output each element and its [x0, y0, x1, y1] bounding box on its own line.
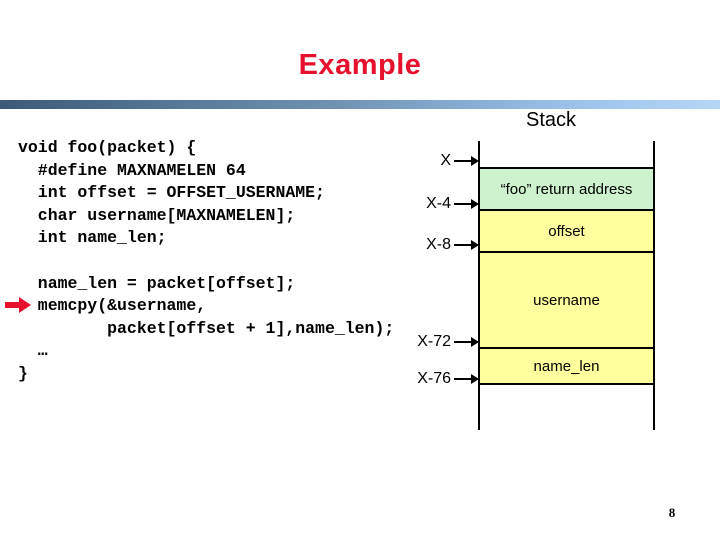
stack-boundary-line-x72 [478, 347, 655, 349]
pointer-arrow-icon [454, 203, 471, 205]
code-line: … [18, 341, 48, 361]
stack-boundary-line-x4 [478, 209, 655, 211]
pointer-arrowhead-icon [471, 337, 479, 347]
page-number: 8 [668, 505, 676, 520]
address-row-x76: X-76 [352, 369, 479, 389]
code-line [18, 250, 394, 273]
address-label-x8: X-8 [426, 236, 451, 253]
stack-boundary-line-x76 [478, 383, 655, 385]
pointer-arrowhead-icon [471, 240, 479, 250]
address-row-x4: X-4 [352, 194, 479, 214]
code-line: name_len = packet[offset]; [18, 273, 296, 293]
code-block: void foo(packet) { #define MAXNAMELEN 64… [18, 137, 394, 386]
address-row-x: X [352, 151, 479, 171]
pointer-arrow-icon [454, 378, 471, 380]
address-label-x: X [440, 152, 451, 169]
pointer-arrowhead-icon [471, 199, 479, 209]
stack-cell-name-len: name_len [480, 349, 653, 383]
code-line: int offset = OFFSET_USERNAME; [18, 183, 325, 203]
pointer-arrow-icon [454, 341, 471, 343]
code-line: } [18, 363, 28, 383]
address-row-x72: X-72 [352, 332, 479, 352]
code-line-memcpy: memcpy(&username, [18, 296, 207, 316]
code-line: #define MAXNAMELEN 64 [18, 160, 246, 180]
stack-cell-offset: offset [480, 211, 653, 251]
address-label-x76: X-76 [417, 370, 451, 387]
stack-boundary-line-x8 [478, 251, 655, 253]
stack-boundary-line-x [478, 167, 655, 169]
memcpy-marker-red-arrow-icon [5, 297, 31, 313]
stack-left-edge-line [478, 141, 480, 430]
address-label-x72: X-72 [417, 333, 451, 350]
pointer-arrowhead-icon [471, 374, 479, 384]
address-label-x4: X-4 [426, 195, 451, 212]
address-row-x8: X-8 [352, 235, 479, 255]
code-line: int name_len; [18, 228, 167, 248]
slide-title: Example [298, 49, 422, 81]
code-line: char username[MAXNAMELEN]; [18, 205, 296, 225]
stack-cell-return-address: “foo” return address [480, 169, 653, 209]
code-line: void foo(packet) { [18, 138, 197, 157]
pointer-arrow-icon [454, 244, 471, 246]
title-divider-bar [0, 100, 720, 109]
pointer-arrow-icon [454, 160, 471, 162]
stack-right-edge-line [653, 141, 655, 430]
stack-heading: Stack [525, 109, 577, 131]
stack-cell-username: username [480, 253, 653, 347]
pointer-arrowhead-icon [471, 156, 479, 166]
code-line: packet[offset + 1],name_len); [18, 318, 395, 338]
